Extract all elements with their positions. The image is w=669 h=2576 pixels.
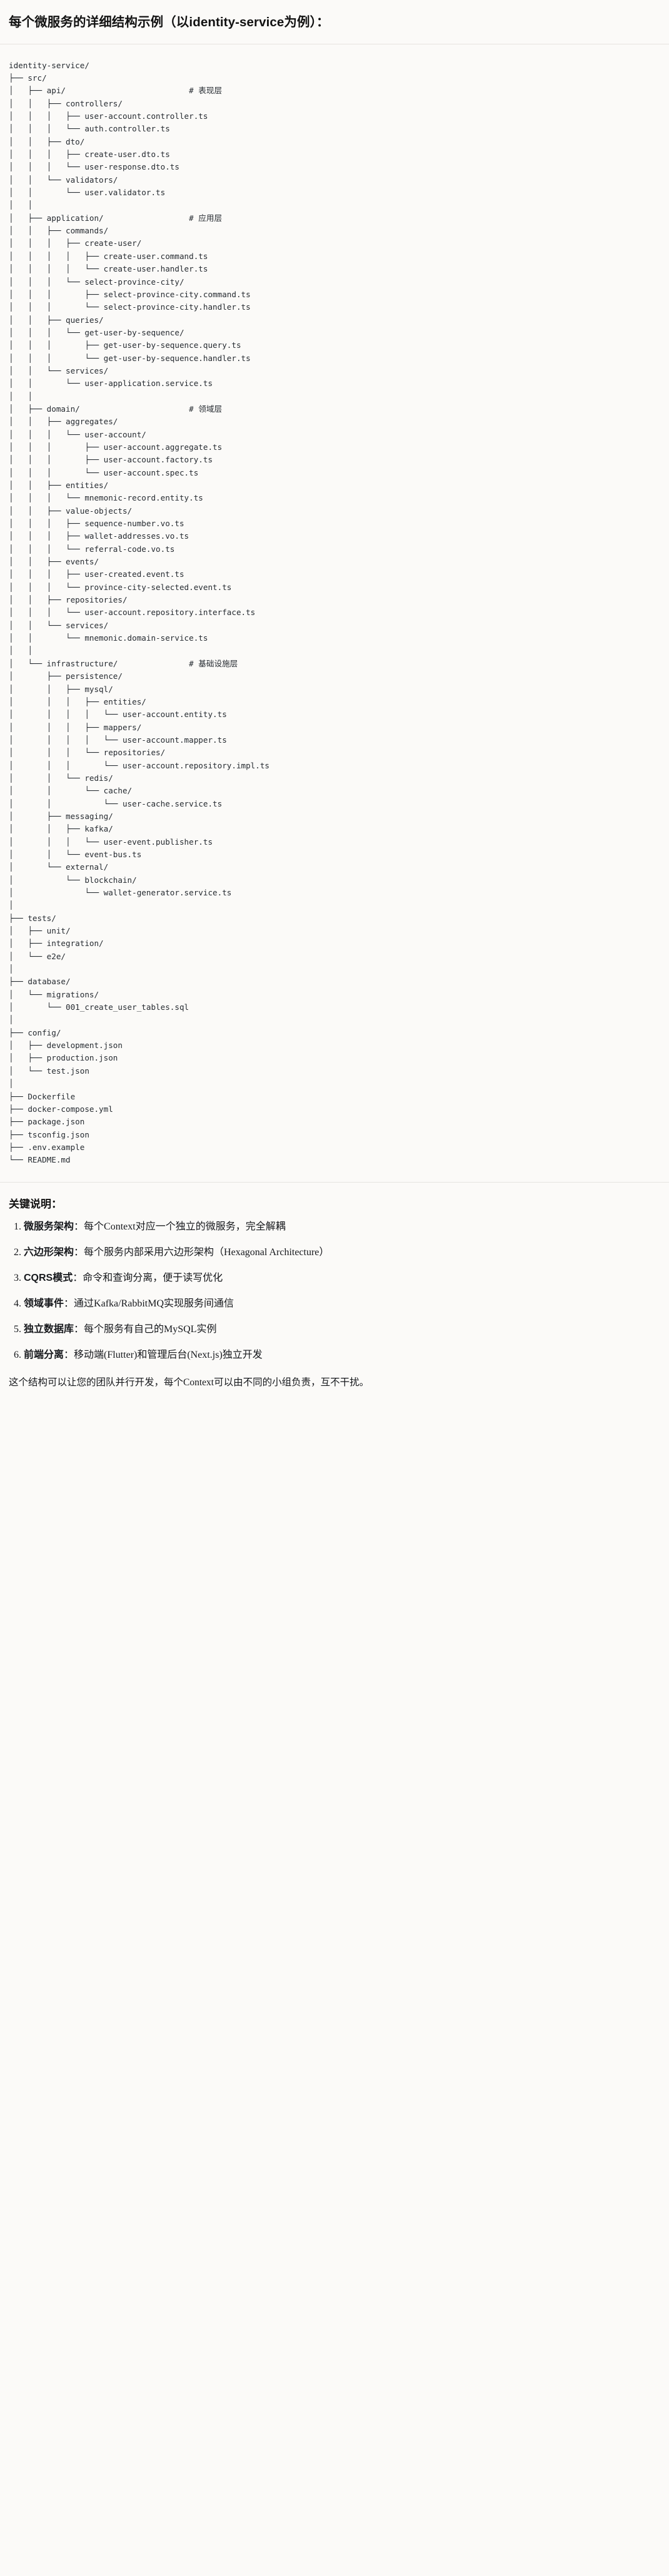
keypoints-title: 关键说明：: [9, 1198, 62, 1210]
keypoint-separator: ：: [64, 1298, 74, 1309]
keypoint-term: 前端分离: [24, 1349, 64, 1360]
keypoint-separator: ：: [73, 1272, 83, 1283]
keypoint-term: 领域事件: [24, 1298, 64, 1309]
footnote-text: 这个结构可以让您的团队并行开发，每个Context可以由不同的小组负责，互不干扰…: [9, 1377, 370, 1388]
keypoints-section: 关键说明： 微服务架构：每个Context对应一个独立的微服务，完全解耦 六边形…: [0, 1183, 669, 1373]
list-item: 六边形架构：每个服务内部采用六边形架构（Hexagonal Architectu…: [24, 1245, 660, 1260]
keypoint-term: CQRS模式: [24, 1272, 73, 1283]
keypoint-separator: ：: [74, 1221, 84, 1232]
keypoint-description: 每个Context对应一个独立的微服务，完全解耦: [84, 1221, 286, 1232]
keypoint-description: 移动端(Flutter)和管理后台(Next.js)独立开发: [74, 1349, 263, 1360]
keypoint-description: 通过Kafka/RabbitMQ实现服务间通信: [74, 1298, 234, 1309]
keypoint-description: 每个服务有自己的MySQL实例: [84, 1323, 217, 1335]
list-item: 领域事件：通过Kafka/RabbitMQ实现服务间通信: [24, 1296, 660, 1311]
header-section: 每个微服务的详细结构示例（以identity-service为例）：: [0, 0, 669, 44]
keypoint-term: 微服务架构: [24, 1221, 74, 1232]
footnote-section: 这个结构可以让您的团队并行开发，每个Context可以由不同的小组负责，互不干扰…: [0, 1373, 669, 1403]
list-item: 微服务架构：每个Context对应一个独立的微服务，完全解耦: [24, 1219, 660, 1235]
keypoint-separator: ：: [64, 1349, 74, 1360]
directory-tree-text: identity-service/ ├── src/ │ ├── api/ # …: [9, 60, 270, 1165]
directory-tree-block: identity-service/ ├── src/ │ ├── api/ # …: [0, 44, 669, 1183]
page-root: 每个微服务的详细结构示例（以identity-service为例）： ident…: [0, 0, 669, 1403]
list-item: 前端分离：移动端(Flutter)和管理后台(Next.js)独立开发: [24, 1348, 660, 1363]
keypoints-list: 微服务架构：每个Context对应一个独立的微服务，完全解耦 六边形架构：每个服…: [9, 1219, 660, 1363]
list-item: 独立数据库：每个服务有自己的MySQL实例: [24, 1322, 660, 1337]
list-item: CQRS模式：命令和查询分离，便于读写优化: [24, 1271, 660, 1286]
keypoint-term: 独立数据库: [24, 1323, 74, 1335]
keypoint-description: 每个服务内部采用六边形架构（Hexagonal Architecture）: [84, 1246, 329, 1258]
keypoint-separator: ：: [74, 1246, 84, 1258]
keypoint-term: 六边形架构: [24, 1246, 74, 1258]
keypoint-separator: ：: [74, 1323, 84, 1335]
keypoint-description: 命令和查询分离，便于读写优化: [83, 1272, 223, 1283]
page-title: 每个微服务的详细结构示例（以identity-service为例）：: [9, 15, 329, 29]
